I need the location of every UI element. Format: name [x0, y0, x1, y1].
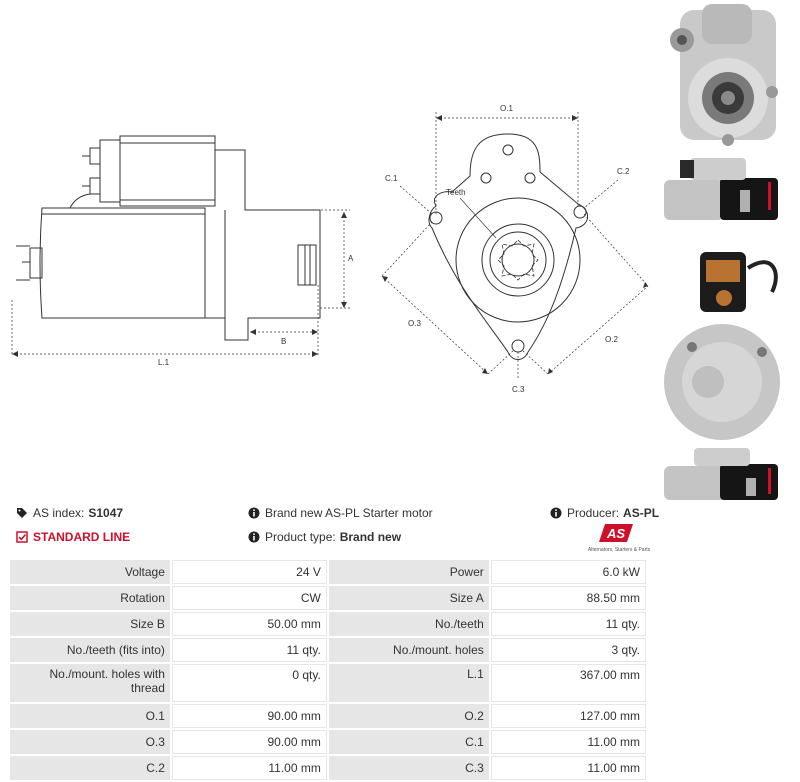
spec-label: Size A — [328, 586, 489, 610]
spec-value: 367.00 mm — [490, 664, 646, 702]
spec-label: C.1 — [328, 730, 489, 754]
producer: Producer: AS-PL — [550, 506, 659, 520]
spec-value: 11 qty. — [490, 612, 646, 636]
spec-value: 11.00 mm — [490, 730, 646, 754]
pinion-outline — [297, 244, 317, 286]
photo-side-view[interactable] — [660, 150, 784, 230]
product-type-value: Brand new — [339, 530, 402, 544]
info-icon — [248, 531, 260, 543]
spec-value: 90.00 mm — [171, 730, 327, 754]
spec-value: CW — [171, 586, 327, 610]
svg-text:Alternators, Starters & Parts: Alternators, Starters & Parts — [588, 547, 651, 553]
photo-angle-view[interactable] — [660, 444, 784, 506]
photo-front-view[interactable] — [662, 0, 782, 148]
spec-label: Size B — [10, 612, 170, 636]
spec-label: No./mount. holes with thread — [10, 664, 170, 702]
product-type-label: Product type: — [265, 530, 336, 544]
spec-value: 90.00 mm — [171, 704, 327, 728]
spec-label: Voltage — [10, 560, 170, 584]
as-index-label: AS index: — [33, 506, 85, 520]
spec-value: 11.00 mm — [490, 756, 646, 780]
label-o2: O.2 — [605, 335, 618, 344]
spec-value: 11 qty. — [171, 638, 327, 662]
svg-text:AS: AS — [606, 526, 625, 541]
spec-label: O.1 — [10, 704, 170, 728]
spec-label: O.3 — [10, 730, 170, 754]
front-flange-outline — [428, 133, 588, 360]
label-c3: C.3 — [512, 385, 525, 394]
front-housing-circle — [455, 197, 581, 323]
spec-value: 127.00 mm — [490, 704, 646, 728]
photo-rear-view[interactable] — [662, 232, 786, 442]
standard-line-label: STANDARD LINE — [33, 530, 131, 544]
spec-label: No./mount. holes — [328, 638, 489, 662]
product-type: Product type: Brand new — [248, 530, 401, 544]
spec-value: 24 V — [171, 560, 327, 584]
spec-value: 0 qty. — [171, 664, 327, 702]
spec-value: 88.50 mm — [490, 586, 646, 610]
solenoid-outline — [119, 135, 216, 207]
label-b: B — [281, 337, 286, 346]
motor-body-outline — [39, 207, 206, 319]
label-a: A — [348, 254, 354, 263]
label-c1: C.1 — [385, 174, 398, 183]
flange-outline — [205, 149, 321, 341]
spec-label: C.3 — [328, 756, 489, 780]
description-text: Brand new AS-PL Starter motor — [265, 506, 433, 520]
standard-line: STANDARD LINE — [16, 530, 130, 544]
spec-label: Power — [328, 560, 489, 584]
spec-label: C.2 — [10, 756, 170, 780]
spec-label: O.2 — [328, 704, 489, 728]
label-teeth: Teeth — [446, 188, 466, 197]
spec-value: 6.0 kW — [490, 560, 646, 584]
label-l1: L.1 — [158, 358, 170, 367]
label-c2: C.2 — [617, 167, 630, 176]
description: Brand new AS-PL Starter motor — [248, 506, 433, 520]
spec-label: Rotation — [10, 586, 170, 610]
as-pl-logo: AS Alternators, Starters & Parts — [588, 524, 651, 553]
info-icon — [550, 507, 562, 519]
spec-label: No./teeth — [328, 612, 489, 636]
producer-value: AS-PL — [623, 506, 660, 520]
check-square-icon — [16, 531, 28, 543]
spec-value: 3 qty. — [490, 638, 646, 662]
spec-label: No./teeth (fits into) — [10, 638, 170, 662]
spec-value: 11.00 mm — [171, 756, 327, 780]
product-photos — [660, 0, 800, 506]
producer-label: Producer: — [567, 506, 620, 520]
pinion-teeth — [497, 239, 539, 281]
label-o3: O.3 — [408, 319, 421, 328]
tag-icon — [17, 508, 27, 518]
label-o1: O.1 — [500, 104, 513, 113]
as-index-value: S1047 — [88, 506, 124, 520]
spec-value: 50.00 mm — [171, 612, 327, 636]
as-index: AS index: S1047 — [16, 506, 123, 520]
technical-drawing: L.1 B A — [11, 104, 649, 394]
spec-row: No./teeth (fits into)11 qty.No./mount. h… — [10, 638, 646, 662]
product-info: AS index: S1047 STANDARD LINE Brand new … — [12, 500, 659, 556]
info-icon — [248, 507, 260, 519]
spec-label: L.1 — [328, 664, 489, 702]
